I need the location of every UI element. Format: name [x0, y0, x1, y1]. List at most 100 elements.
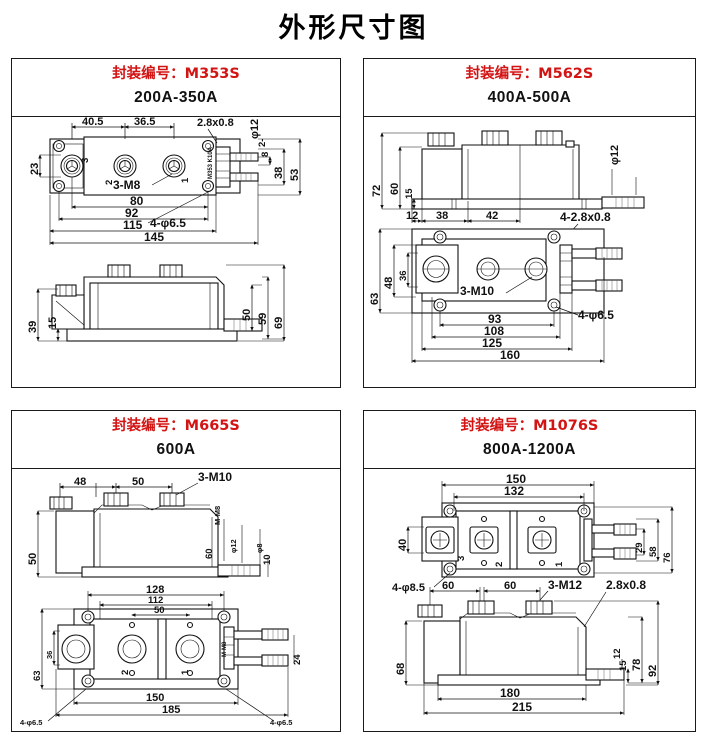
svg-text:93: 93	[488, 312, 502, 326]
svg-text:M-M8: M-M8	[222, 641, 228, 657]
panel-m353s: 封装编号：M353S 200A-350A	[11, 58, 341, 388]
svg-text:φ8: φ8	[255, 543, 264, 553]
top-view-dimensions: 150 132 40 29 58 76 4-φ8	[392, 472, 674, 594]
svg-text:36: 36	[398, 270, 409, 281]
svg-text:160: 160	[500, 348, 520, 362]
svg-text:128: 128	[146, 584, 164, 596]
current-rating-label: 600A	[156, 440, 196, 458]
svg-text:8: 8	[260, 152, 271, 157]
svg-text:φ12: φ12	[249, 119, 261, 139]
svg-text:80: 80	[130, 194, 144, 208]
svg-text:59: 59	[257, 313, 269, 325]
side-view-body	[411, 130, 645, 210]
svg-text:24: 24	[292, 654, 303, 665]
svg-text:4-2.8x0.8: 4-2.8x0.8	[560, 210, 611, 224]
drawing-m1076s: 3 2 1 150 132 40 29	[364, 469, 695, 731]
panel-m665s: 封装编号：M665S 600A	[11, 410, 341, 732]
svg-text:38: 38	[436, 210, 448, 222]
svg-text:4-φ6.5: 4-φ6.5	[270, 718, 292, 727]
current-rating-label: 800A-1200A	[483, 440, 576, 458]
drawing-m665s: 48 50 3-M10 50 M-M8 60 φ12 φ8 10	[12, 469, 340, 731]
svg-text:2.8x0.8: 2.8x0.8	[197, 117, 234, 129]
drawing-m353s: M353 K10A 40.5 36.5 2.8x0.8	[12, 117, 340, 387]
svg-text:39: 39	[27, 321, 39, 333]
svg-text:M353 K10A: M353 K10A	[208, 146, 214, 179]
svg-text:53: 53	[289, 169, 301, 181]
svg-text:φ12: φ12	[609, 145, 621, 165]
svg-text:48: 48	[383, 277, 395, 289]
svg-text:15: 15	[404, 188, 415, 199]
svg-text:68: 68	[395, 663, 407, 675]
svg-text:1: 1	[180, 669, 191, 675]
svg-text:36: 36	[45, 651, 54, 659]
svg-text:185: 185	[162, 704, 180, 716]
bottom-view-body	[411, 228, 623, 314]
current-rating-label: 200A-350A	[134, 88, 218, 106]
bottom-view-dimensions: 128 112 50 63 36 150 185	[20, 584, 303, 727]
svg-text:10: 10	[262, 554, 273, 565]
svg-text:23: 23	[29, 163, 41, 175]
svg-text:40.5: 40.5	[82, 117, 103, 128]
svg-text:76: 76	[662, 552, 673, 563]
top-view-body: M353 K10A	[49, 136, 259, 196]
svg-text:42: 42	[486, 210, 498, 222]
drawing-m562s: 72 60 15 φ12 12 38 42	[364, 117, 695, 387]
svg-text:108: 108	[484, 324, 504, 338]
svg-text:4-φ8.5: 4-φ8.5	[392, 582, 425, 594]
bottom-view-body: M-M8 2 1	[57, 608, 289, 690]
side-view-dimensions: 60 60 3-M12 2.8x0.8 68 78	[395, 578, 660, 716]
svg-text:215: 215	[512, 700, 532, 714]
svg-text:60: 60	[504, 580, 516, 592]
svg-text:112: 112	[148, 595, 163, 606]
svg-text:50: 50	[241, 309, 253, 321]
svg-text:180: 180	[500, 686, 520, 700]
svg-text:132: 132	[504, 484, 524, 498]
svg-text:12: 12	[612, 648, 623, 659]
package-code-label: 封装编号：M1076S	[460, 418, 599, 434]
svg-text:2: 2	[494, 562, 505, 567]
svg-text:115: 115	[123, 218, 143, 232]
side-view-dimensions: 48 50 3-M10 50 M-M8 60 φ12 φ8 10	[27, 470, 273, 578]
page-title: 外形尺寸图	[278, 13, 429, 44]
current-rating-label: 400A-500A	[487, 88, 572, 106]
side-view-body	[51, 264, 263, 342]
svg-text:60: 60	[442, 580, 454, 592]
svg-text:15: 15	[47, 317, 59, 329]
svg-text:4-φ6.5: 4-φ6.5	[578, 308, 614, 322]
svg-text:40: 40	[397, 539, 409, 551]
side-view-dimensions: 72 60 15 φ12 12 38 42	[371, 132, 637, 238]
svg-text:3-M10: 3-M10	[198, 470, 232, 484]
package-code-label: 封装编号：M562S	[465, 66, 594, 82]
svg-text:92: 92	[125, 206, 139, 220]
svg-text:50: 50	[154, 605, 165, 616]
side-view-body	[49, 492, 261, 578]
svg-text:4-φ6.5: 4-φ6.5	[150, 216, 186, 230]
bottom-view-dimensions: 63 48 36 3-M10 4-φ6.5 93 108	[369, 228, 614, 364]
svg-text:15: 15	[618, 660, 629, 671]
panel-header-m353s: 封装编号：M353S 200A-350A	[12, 59, 340, 118]
svg-text:72: 72	[371, 185, 383, 197]
svg-text:150: 150	[146, 692, 164, 704]
svg-text:58: 58	[648, 546, 659, 557]
svg-text:M-M8: M-M8	[213, 506, 222, 525]
svg-text:50: 50	[132, 476, 144, 488]
svg-text:92: 92	[647, 665, 659, 677]
svg-text:63: 63	[32, 670, 43, 681]
svg-text:3-M8: 3-M8	[113, 178, 141, 192]
panel-m1076s: 封装编号：M1076S 800A-1200A	[363, 410, 696, 732]
svg-text:1: 1	[554, 561, 565, 567]
svg-text:3-M12: 3-M12	[548, 578, 582, 592]
svg-text:150: 150	[506, 472, 526, 486]
svg-text:69: 69	[273, 317, 285, 329]
package-code-label: 封装编号：M353S	[112, 66, 240, 82]
svg-text:60: 60	[204, 548, 215, 559]
side-view-body	[417, 600, 625, 686]
svg-text:38: 38	[273, 167, 285, 179]
package-code-label: 封装编号：M665S	[112, 418, 240, 434]
svg-text:63: 63	[369, 293, 381, 305]
svg-text:1: 1	[180, 177, 191, 183]
svg-text:4-φ6.5: 4-φ6.5	[20, 718, 42, 727]
svg-text:2: 2	[104, 180, 115, 185]
top-view-body: 3 2 1	[421, 502, 637, 578]
